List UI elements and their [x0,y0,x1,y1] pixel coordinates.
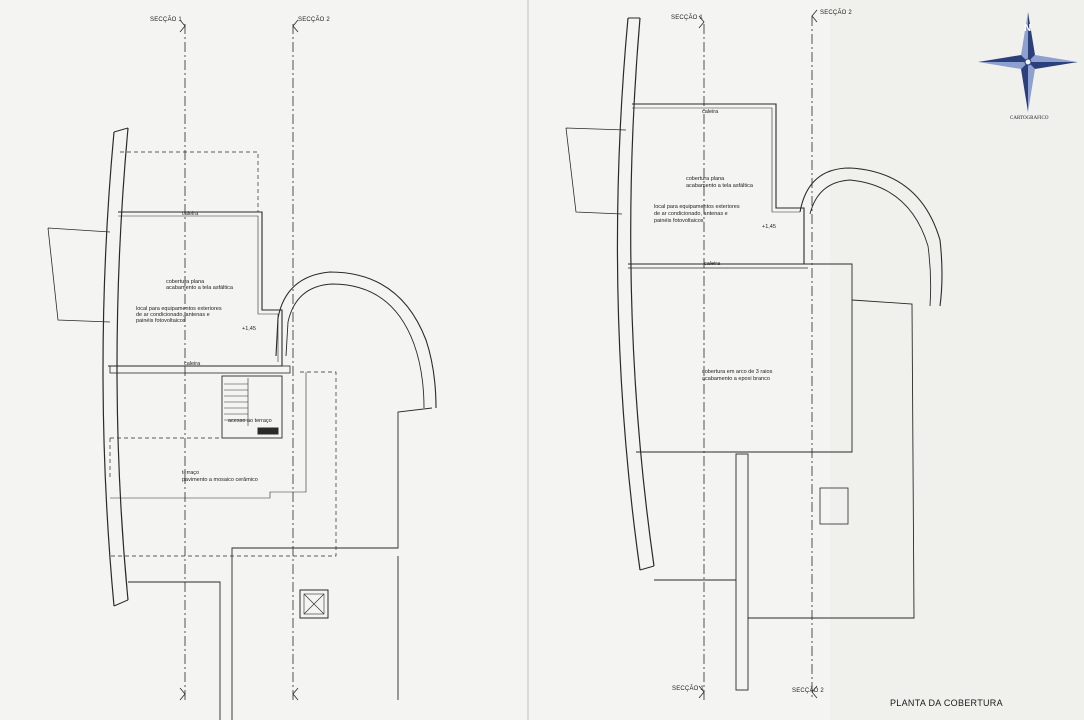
gutter-inner-line [118,215,279,362]
arch-inner [285,283,425,409]
gutter-label-right-2: caleira [704,261,721,267]
compass-north-letter: N [1024,23,1032,34]
compass-caption: CARTOGRAFICO [1010,116,1049,121]
lower-body-outline [128,407,433,720]
equipment-note-line-2: de ar condicionado, antenas e [136,312,210,318]
dashed-outline-upper [120,151,259,212]
roof-note-right-line-1: cobertura plana [686,176,725,182]
right-wedge [565,127,627,215]
right-plan [565,9,943,700]
section-1-label-top-right: SECÇÃO 1 [671,15,703,21]
stair-block [221,375,283,439]
equipment-note-right-line-3: painéis fotovoltaicos [654,218,704,224]
stair-treads [224,378,249,426]
drawing-title: PLANTA DA COBERTURA [890,698,1003,708]
level-mark: +1,45 [242,326,256,332]
section-arrow-1-top [179,19,186,33]
stair-landing [257,427,279,435]
left-plan [47,19,437,720]
curved-wall-outer [102,131,115,607]
section-1-label-bottom: SECÇÃO 1 [672,686,704,692]
terrace-note-line-1: terraço [182,470,200,476]
section-2-label-top-right: SECÇÃO 2 [820,10,852,16]
roof-note-line-1: cobertura plana [166,279,205,285]
level-mark-right: +1,45 [762,224,776,230]
section-2-label-bottom: SECÇÃO 2 [792,688,824,694]
terrace-access-label: acesso ao terraço [228,418,272,424]
curved-wall-inner [116,127,129,601]
section-arrow-1-bottom [179,687,186,701]
arch-outer-right [799,167,943,307]
gutter-label: caleira [182,211,199,217]
arched-roof-body [632,263,853,453]
gutter-label-2: caleira [184,361,201,367]
section-2-label-top-left: SECÇÃO 2 [298,17,330,23]
arched-roof-note-line-1: cobertura em arco de 3 raios [702,369,773,375]
curved-wall-inner-right [630,17,655,567]
equipment-note-line-3: painéis fotovoltaicos [136,318,186,324]
skylight-right [819,487,849,525]
terrace-edge [110,372,307,499]
arched-roof-note-line-2: acabamento a epoxi branco [702,376,770,382]
skylight [299,589,329,619]
gutter-label-right: caleira [702,109,719,115]
equipment-note-right-line-2: de ar condicionado, antenas e [654,211,728,217]
curved-wall-outer-right [616,17,641,571]
section-arrow-2-top [292,19,299,33]
arch-outer [275,271,437,409]
slab-edge [109,365,291,374]
arch-inner-right [809,179,932,307]
equipment-note-right-line-1: local para equipamentos exteriores [654,204,740,210]
section-1-label-top-left: SECÇÃO 1 [150,17,182,23]
section-arrow-2-bottom [292,687,299,701]
compass-rose [978,12,1078,112]
lower-body-right [748,299,915,619]
equipment-note-line-1: local para equipamentos exteriores [136,306,222,312]
left-wedge [47,227,111,323]
terrace-dashed [109,371,337,557]
roof-note-line-2: acabamento a tela asfáltica [166,285,233,291]
roof-note-right-line-2: acabamento a tela asfáltica [686,183,753,189]
scan-shade [830,0,1084,720]
lower-wall-strip [735,453,749,691]
terrace-note-line-2: pavimento a mosaico cerâmico [182,477,258,483]
